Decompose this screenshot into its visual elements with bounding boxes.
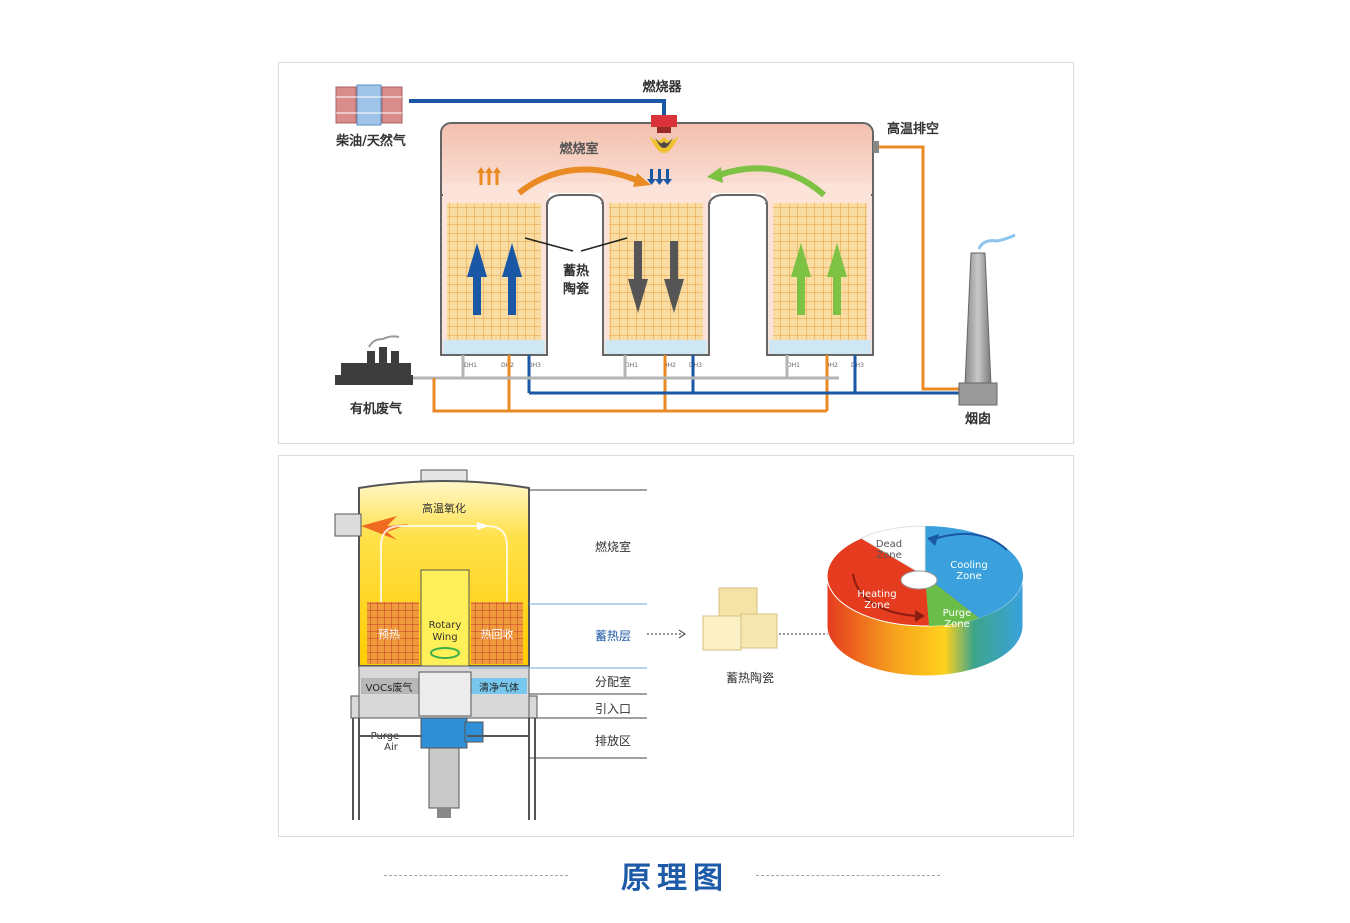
ceramic-grid-right [773, 203, 867, 340]
valve-tag: DH1 [464, 362, 477, 369]
rto-process-svg: 柴油/天然气 燃烧器 燃烧室 [335, 79, 1016, 427]
preheat-label: 预热 [378, 628, 400, 641]
rto-process-diagram: 柴油/天然气 燃烧器 燃烧室 [278, 62, 1074, 444]
valve-tag: DH2 [825, 362, 838, 369]
burner-box [334, 513, 362, 537]
up-arrows-right [791, 243, 847, 315]
oxidation-label: 高温氧化 [422, 501, 466, 515]
ceramic-label-line2: 陶瓷 [563, 281, 589, 297]
recovery-label: 热回收 [481, 627, 514, 641]
ceramic-blocks-icon [702, 587, 778, 651]
ceramic-label-line1: 蓄热 [563, 263, 589, 279]
valve-tag: DH2 [663, 362, 676, 369]
rotation-icon [430, 647, 460, 659]
fuel-label: 柴油/天然气 [335, 133, 406, 149]
valve-tag: DH3 [528, 362, 541, 369]
recovery-bed [471, 602, 523, 664]
ceramic-label: 蓄热陶瓷 [726, 670, 774, 685]
footer-divider-left [384, 875, 568, 876]
zone-label-heat-storage: 蓄热层 [595, 629, 631, 643]
support-legs [352, 718, 536, 820]
orange-flow-arrow [517, 166, 641, 196]
small-down-arrows-icon [647, 169, 672, 185]
purge-fan [420, 717, 468, 749]
exhaust-label: 高温排空 [887, 121, 939, 137]
down-arrows-middle [628, 241, 684, 313]
chimney-icon [958, 233, 1016, 406]
purge-zone-label-line2: Zone [944, 619, 969, 630]
purge-zone-label-line1: Purge [943, 608, 972, 619]
drive-shaft [428, 747, 460, 809]
rotary-rto-svg: 高温氧化 预热 热回收 Rotary Wing VOCs废气 清净气体 Purg… [334, 469, 1024, 820]
purge-air-label-line2: Air [384, 742, 399, 753]
flame-icon [361, 516, 409, 540]
ceramic-grid-middle [609, 203, 703, 340]
rotary-ring-diagram [826, 525, 1024, 677]
orange-manifold [432, 378, 827, 413]
green-flow-arrow [718, 165, 826, 198]
cooling-zone-label-line1: Cooling [950, 560, 987, 571]
zone-label-discharge: 排放区 [595, 733, 631, 748]
dead-zone-label-line1: Dead [876, 539, 902, 550]
exhaust-pipe [879, 145, 959, 391]
valve-tag: DH1 [787, 362, 800, 369]
valve-tag: DH1 [625, 362, 638, 369]
heating-zone-label-line1: Heating [857, 589, 896, 600]
zone-label-inlet: 引入口 [595, 702, 631, 716]
small-up-arrows-icon [477, 167, 501, 185]
preheat-bed [367, 602, 419, 664]
dead-zone-label-line2: Zone [876, 550, 901, 561]
zone-label-combustion: 燃烧室 [595, 539, 631, 554]
cooling-zone-label-line2: Zone [956, 571, 981, 582]
heating-zone-label-line2: Zone [864, 600, 889, 611]
waste-gas-label: 有机废气 [350, 401, 402, 417]
up-arrows-left [467, 243, 522, 315]
fuel-pipe [409, 99, 666, 119]
rotary-wing [420, 569, 470, 667]
clean-gas-label: 清净气体 [479, 681, 519, 694]
chamber-label: 燃烧室 [559, 141, 598, 157]
distributor-core [418, 671, 472, 717]
factory-icon [335, 335, 413, 385]
footer-title: 原理图 [621, 861, 729, 896]
zone-label-distribution: 分配室 [595, 674, 631, 689]
burner-label: 燃烧器 [642, 79, 682, 95]
rotary-label-line1: Rotary [429, 620, 462, 631]
fuel-tank-icon [335, 84, 403, 126]
ceramic-grid-left [447, 203, 541, 340]
rotary-label-line2: Wing [432, 632, 457, 643]
footer-divider-right [756, 875, 940, 876]
burner-flame-icon [649, 115, 679, 153]
chimney-label: 烟囱 [965, 411, 991, 427]
valve-tag: DH3 [689, 362, 702, 369]
valve-tag: DH3 [851, 362, 864, 369]
rotary-rto-diagram: 高温氧化 预热 热回收 Rotary Wing VOCs废气 清净气体 Purg… [278, 455, 1074, 837]
vocs-label: VOCs废气 [366, 681, 413, 694]
